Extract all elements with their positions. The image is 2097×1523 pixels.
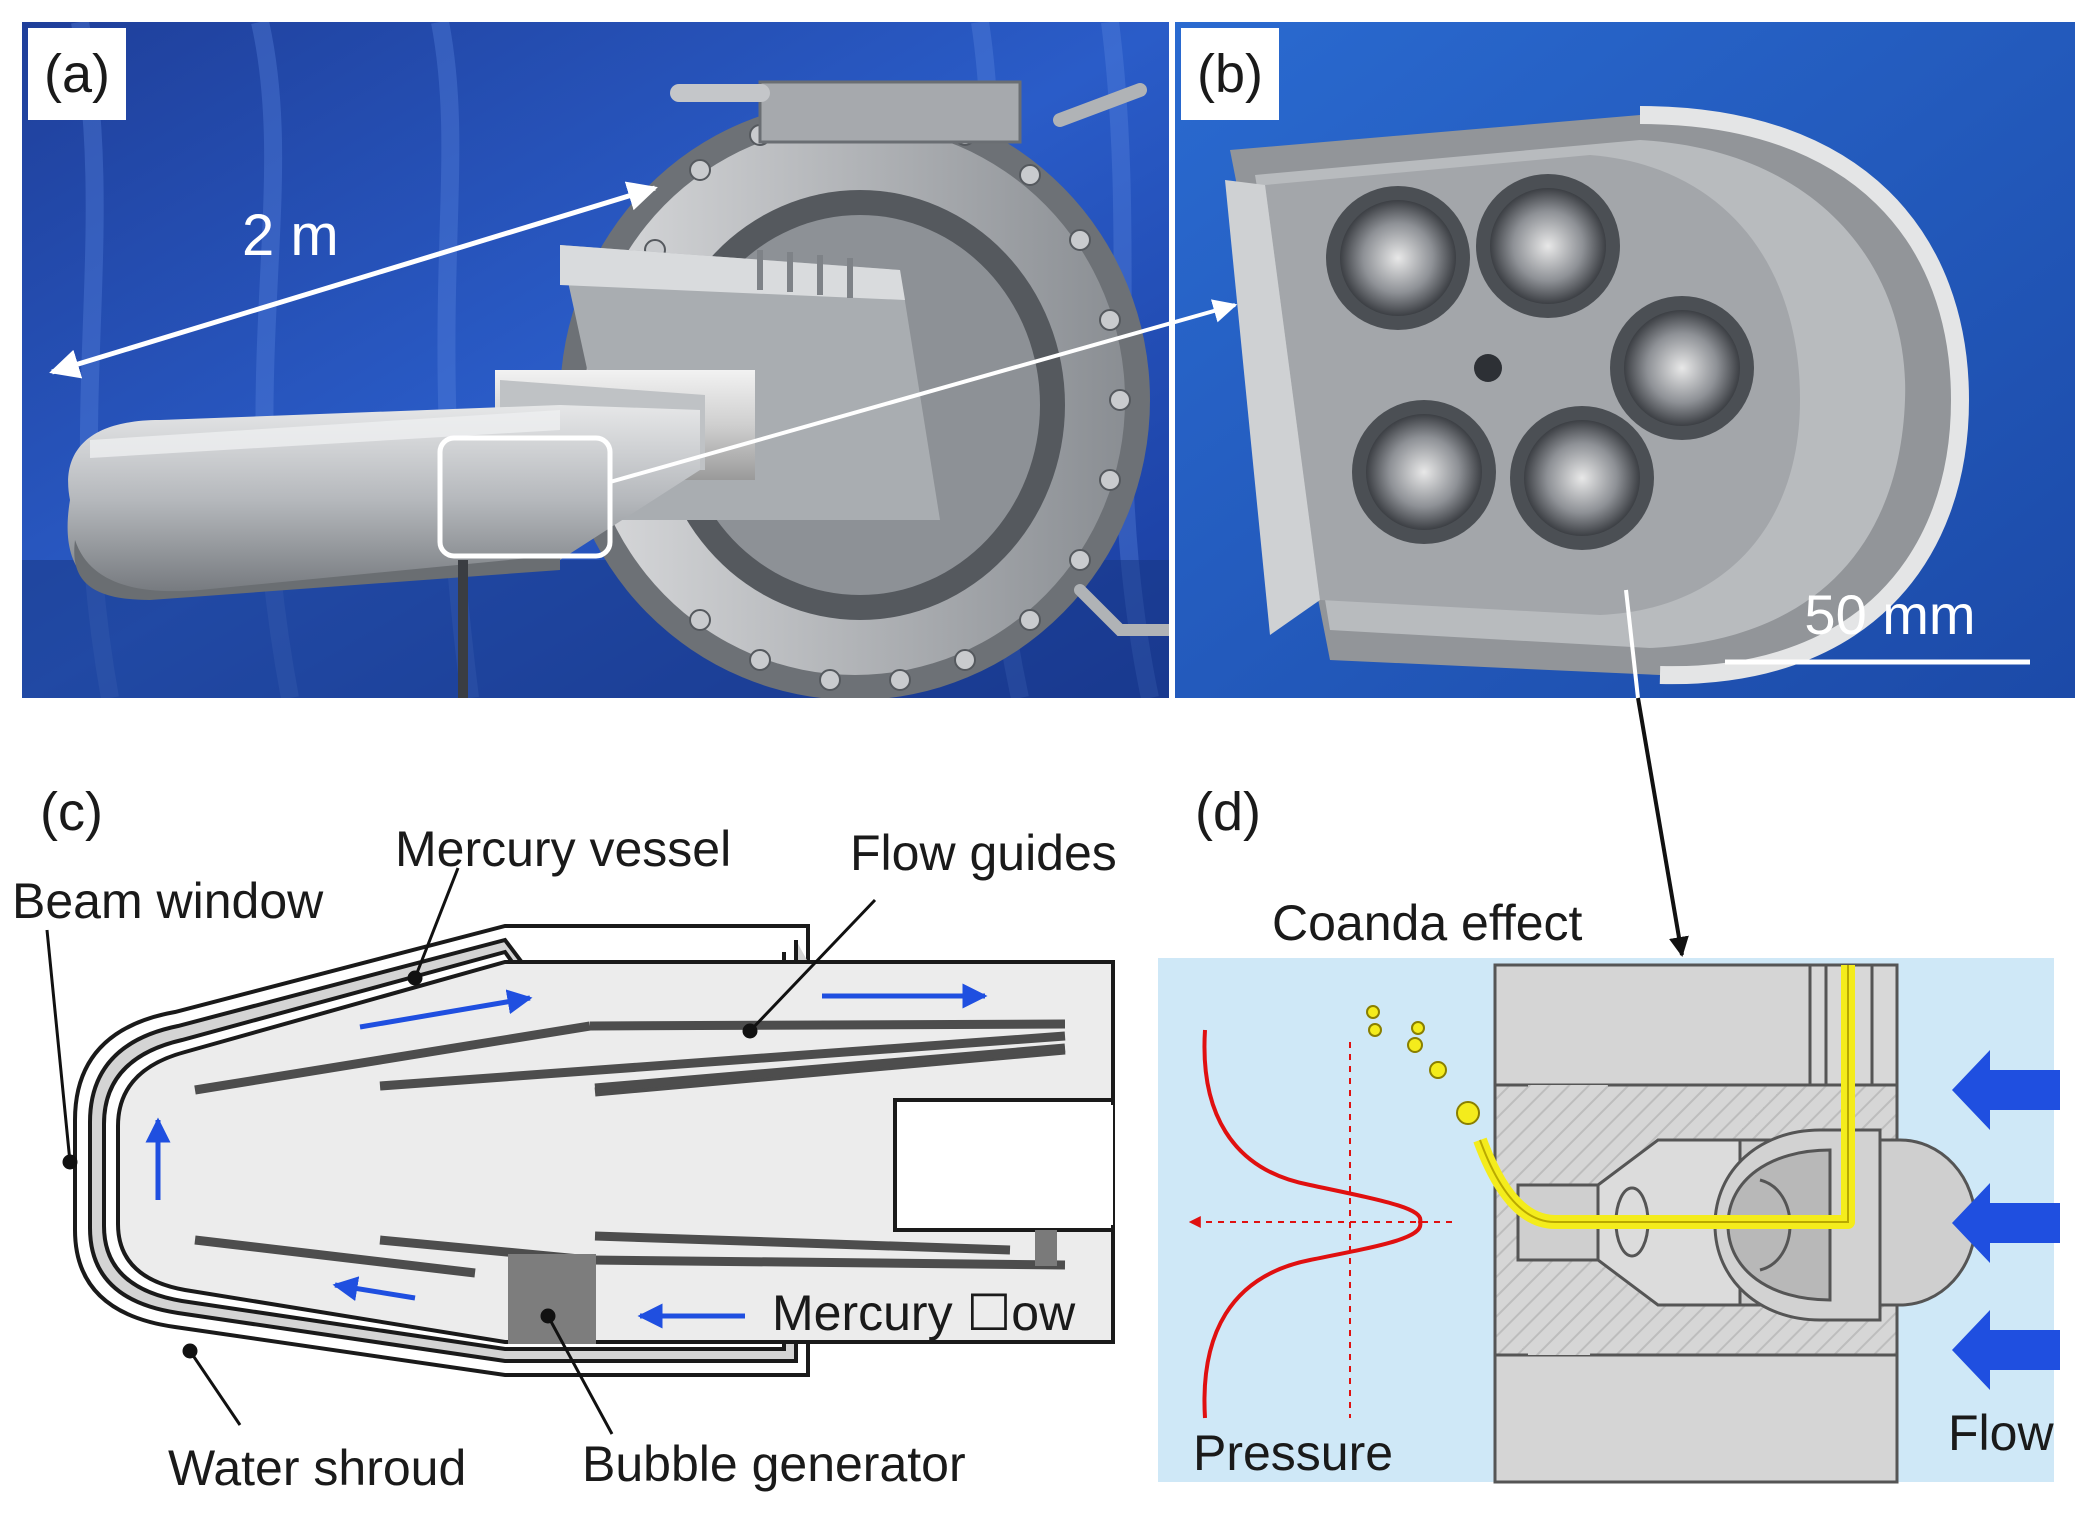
dimension-arrow bbox=[49, 181, 658, 379]
bubble-generator-photo bbox=[1225, 106, 1970, 685]
guide-end-block bbox=[1035, 1230, 1057, 1266]
label-flow: Flow bbox=[1948, 1405, 2054, 1461]
pressure-plot bbox=[1188, 1029, 1452, 1419]
panel-a: 2 m (a) bbox=[22, 22, 1169, 698]
label-flow-guides: Flow guides bbox=[850, 825, 1117, 881]
label-bubble-generator: Bubble generator bbox=[582, 1436, 966, 1492]
panel-c-letter: (c) bbox=[40, 782, 103, 842]
dimension-label: 2 m bbox=[242, 203, 339, 268]
label-water-shroud: Water shroud bbox=[168, 1440, 466, 1496]
target-vessel-photo bbox=[67, 245, 940, 698]
label-mercury-vessel: Mercury vessel bbox=[395, 821, 731, 877]
panel-b-letter: (b) bbox=[1197, 44, 1263, 104]
panel-b: 50 mm (b) bbox=[1175, 22, 2075, 698]
connector-b-to-d bbox=[1636, 697, 1689, 957]
label-coanda-effect: Coanda effect bbox=[1272, 895, 1583, 951]
connector-a-to-b bbox=[609, 299, 1238, 484]
flow-arrows-c bbox=[145, 983, 988, 1329]
label-beam-window: Beam window bbox=[12, 873, 324, 929]
scale-bar-label: 50 mm bbox=[1804, 583, 1975, 646]
connector-b-white bbox=[1624, 589, 1640, 699]
panel-c: (c) bbox=[12, 782, 1117, 1496]
bubble-generator-block bbox=[508, 1254, 596, 1344]
bubbles bbox=[1366, 1005, 1480, 1125]
flow-guides bbox=[194, 1019, 1066, 1278]
panel-d: (d) Coanda effect bbox=[1158, 782, 2060, 1484]
label-pressure: Pressure bbox=[1193, 1425, 1393, 1481]
leader-lines bbox=[45, 867, 877, 1435]
highlight-box bbox=[437, 435, 613, 559]
nozzle-holes bbox=[1326, 174, 1754, 550]
pressure-curve bbox=[1202, 1029, 1423, 1419]
panel-a-letter: (a) bbox=[44, 44, 110, 104]
label-mercury-flow: Mercury ☐ow bbox=[772, 1285, 1076, 1341]
panel-d-letter: (d) bbox=[1195, 782, 1261, 842]
inflow-arrows bbox=[1952, 1050, 2060, 1390]
